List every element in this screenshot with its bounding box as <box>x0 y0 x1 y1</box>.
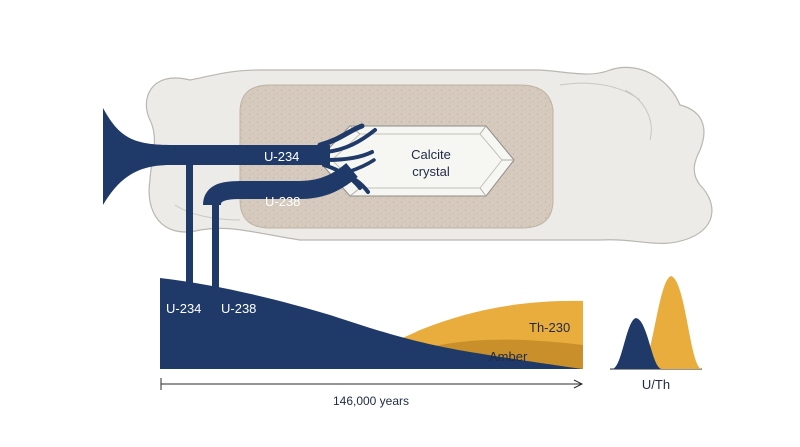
time-axis <box>160 378 584 390</box>
upper-u234-label: U-234 <box>264 149 299 164</box>
ratio-label: U/Th <box>642 377 670 392</box>
duration-label: 146,000 years <box>333 394 409 408</box>
uranium-flow <box>103 108 377 298</box>
decay-area-chart <box>160 278 583 369</box>
upper-u238-label: U-238 <box>265 194 300 209</box>
crystal-label-line1: Calcite <box>411 147 451 162</box>
thorium-peak <box>640 276 702 369</box>
amber-label: Amber <box>489 349 528 364</box>
th230-label: Th-230 <box>529 320 570 335</box>
ratio-peaks <box>610 276 702 370</box>
uranium-area <box>160 278 583 369</box>
lower-u238-label: U-238 <box>221 301 256 316</box>
uranium-peak <box>612 318 662 369</box>
lower-u234-label: U-234 <box>166 301 201 316</box>
crystal-label-line2: crystal <box>412 164 450 179</box>
